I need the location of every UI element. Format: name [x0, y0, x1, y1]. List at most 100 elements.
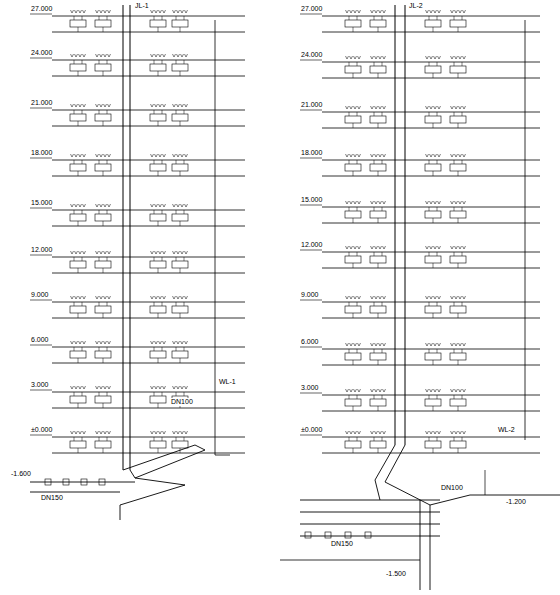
pipe-line	[382, 437, 383, 441]
pipe-line	[355, 343, 357, 346]
pipe-line	[185, 386, 187, 389]
riser-tag: WL-1	[218, 378, 237, 386]
pipe-line	[96, 204, 98, 207]
pipe-line	[322, 32, 540, 33]
pipe-line	[160, 10, 162, 13]
pipe-line	[182, 251, 184, 254]
pipe-line	[105, 104, 107, 107]
pipe-line	[322, 453, 540, 454]
pipe-line	[156, 386, 158, 389]
pipe-line	[52, 347, 245, 348]
pipe-line	[177, 204, 179, 207]
pipe-line	[437, 349, 438, 353]
pipe-line	[101, 204, 103, 207]
pipe-line	[130, 5, 131, 470]
pipe-line	[375, 389, 377, 392]
pipe-line	[75, 341, 77, 344]
pipe-line	[431, 154, 433, 157]
elevation-label: 27.000	[30, 5, 53, 13]
pipe-line	[160, 386, 162, 389]
pipe-line	[459, 56, 461, 59]
pipe-line	[84, 251, 86, 254]
pipe-line	[458, 360, 459, 365]
pipe-line	[151, 54, 153, 57]
pipe-line	[349, 349, 350, 353]
pipe-line	[435, 106, 437, 109]
pipe-line	[154, 302, 155, 306]
pipe-line	[176, 347, 177, 351]
pipe-line	[80, 386, 82, 389]
pipe-line	[430, 10, 432, 13]
pipe-line	[455, 106, 457, 109]
pipe-line	[371, 201, 373, 204]
pipe-line	[434, 56, 436, 59]
pipe-line	[379, 154, 381, 157]
pipe-line	[79, 104, 81, 107]
pipe-line	[173, 296, 175, 299]
pipe-line	[379, 201, 381, 204]
pipe-line	[384, 389, 386, 392]
pipe-line	[96, 296, 98, 299]
pipe-line	[347, 431, 349, 434]
pipe-line	[160, 204, 162, 207]
pipe-line	[107, 16, 108, 20]
pipe-line	[97, 154, 99, 157]
pipe-line	[372, 296, 374, 299]
pipe-line	[100, 10, 102, 13]
pipe-line	[181, 10, 183, 13]
pipe-line	[174, 341, 176, 344]
pipe-line	[104, 431, 106, 434]
pipe-line	[163, 10, 165, 13]
pipe-line	[79, 10, 81, 13]
pipe-line	[354, 389, 356, 392]
pipe-line	[100, 154, 102, 157]
pipe-line	[184, 210, 185, 214]
pipe-line	[427, 106, 429, 109]
pipe-line	[374, 302, 375, 306]
pipe-line	[74, 302, 75, 306]
fixture-symbol	[450, 306, 466, 313]
pipe-line	[164, 204, 166, 207]
fixture-symbol	[305, 532, 311, 538]
pipe-line	[174, 296, 176, 299]
pipe-line	[105, 54, 107, 57]
pipe-line	[349, 302, 350, 306]
pipe-line	[72, 251, 74, 254]
pipe-line	[426, 343, 428, 346]
pipe-line	[353, 406, 354, 411]
pipe-line	[380, 154, 382, 157]
fixture-symbol	[81, 479, 87, 485]
pipe-line	[376, 431, 378, 434]
pipe-line	[454, 252, 455, 256]
pipe-line	[525, 20, 526, 440]
pipe-line	[349, 16, 350, 20]
pipe-line	[372, 431, 374, 434]
pipe-line	[357, 62, 358, 66]
pipe-line	[174, 104, 176, 107]
pipe-line	[182, 341, 184, 344]
pipe-line	[180, 268, 181, 273]
pipe-line	[464, 56, 466, 59]
pipe-line	[71, 386, 73, 389]
pipe-line	[83, 431, 85, 434]
pipe-line	[300, 435, 322, 436]
pipe-line	[78, 171, 79, 176]
pipe-line	[177, 154, 179, 157]
pipe-line	[78, 358, 79, 363]
pipe-line	[353, 73, 354, 78]
pipe-line	[462, 349, 463, 353]
pipe-line	[378, 27, 379, 32]
pipe-line	[186, 154, 188, 157]
pipe-line	[101, 54, 103, 57]
pipe-line	[354, 201, 356, 204]
fixture-symbol	[99, 479, 105, 485]
pipe-line	[185, 341, 187, 344]
pipe-line	[151, 204, 153, 207]
pipe-line	[108, 154, 110, 157]
pipe-line	[176, 392, 177, 396]
pipe-line	[350, 343, 352, 346]
pipe-line	[163, 341, 165, 344]
pipe-line	[438, 154, 440, 157]
pipe-line	[357, 395, 358, 399]
pipe-line	[72, 296, 74, 299]
